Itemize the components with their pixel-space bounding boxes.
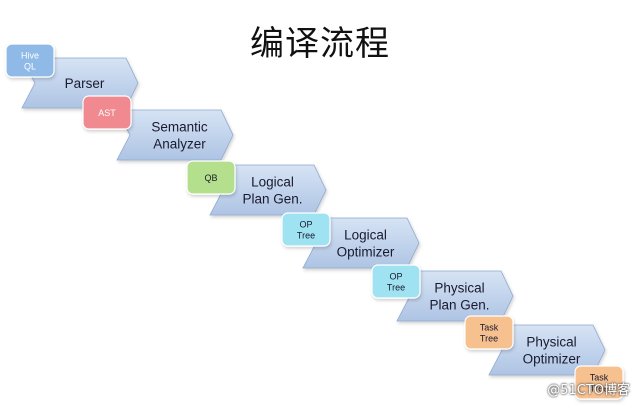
artifact-label: Task bbox=[590, 373, 609, 383]
stage-chevron-shape bbox=[116, 109, 234, 161]
artifact-box-shape bbox=[574, 365, 624, 400]
artifact-box-shape bbox=[82, 95, 132, 130]
stage-label: Semantic bbox=[151, 120, 208, 135]
stage-label: Logical bbox=[344, 228, 387, 243]
stage-label: Parser bbox=[65, 76, 105, 91]
artifact-label: Task bbox=[480, 323, 499, 333]
artifact-label: Hive bbox=[21, 51, 39, 61]
page-title: 编译流程 bbox=[250, 24, 390, 64]
artifact-label: Tree bbox=[297, 231, 315, 241]
stage-label: Logical bbox=[251, 175, 294, 190]
stage-label: Optimizer bbox=[523, 352, 581, 367]
artifact-box-shape bbox=[464, 315, 514, 350]
stage-label: Plan Gen. bbox=[429, 298, 489, 313]
artifact-label: Tree bbox=[387, 283, 405, 293]
artifact-label: QB bbox=[204, 173, 217, 183]
artifact-label: OP bbox=[389, 272, 402, 282]
artifact-label: Tree bbox=[480, 334, 498, 344]
artifact-label: AST bbox=[98, 108, 116, 118]
stage-label: Physical bbox=[434, 281, 484, 296]
stage-label: Plan Gen. bbox=[242, 192, 302, 207]
artifact-box-shape bbox=[5, 43, 55, 78]
artifact-label: QL bbox=[24, 62, 36, 72]
artifact-label: Tree bbox=[590, 384, 608, 394]
artifact-box-shape bbox=[371, 264, 421, 299]
artifact-label: OP bbox=[299, 220, 312, 230]
artifact-box-shape bbox=[186, 160, 236, 195]
artifact-box-shape bbox=[281, 212, 331, 247]
stage-label: Optimizer bbox=[337, 245, 395, 260]
artifact-qb: QB bbox=[186, 160, 236, 195]
stage-label: Physical bbox=[526, 335, 576, 350]
watermark: @51CTO博客 bbox=[547, 383, 630, 398]
artifact-ast: AST bbox=[82, 95, 132, 130]
stage-label: Analyzer bbox=[153, 137, 206, 152]
